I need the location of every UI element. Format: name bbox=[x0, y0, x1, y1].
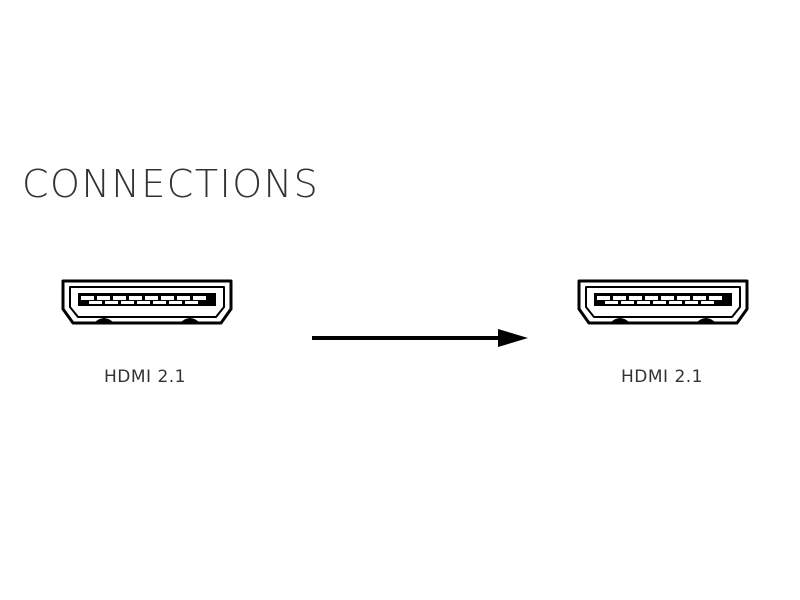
hdmi-port-icon-graphic bbox=[577, 279, 749, 325]
hdmi-port-icon bbox=[577, 279, 749, 327]
hdmi-port-icon-graphic bbox=[61, 279, 233, 325]
port-label-right: HDMI 2.1 bbox=[621, 367, 703, 387]
port-label-left: HDMI 2.1 bbox=[104, 367, 186, 387]
hdmi-port-icon bbox=[61, 279, 233, 327]
arrow-head bbox=[498, 329, 528, 347]
arrow-right-icon-graphic bbox=[312, 329, 528, 347]
section-title: CONNECTIONS bbox=[22, 162, 320, 206]
arrow-right-icon bbox=[312, 326, 532, 352]
